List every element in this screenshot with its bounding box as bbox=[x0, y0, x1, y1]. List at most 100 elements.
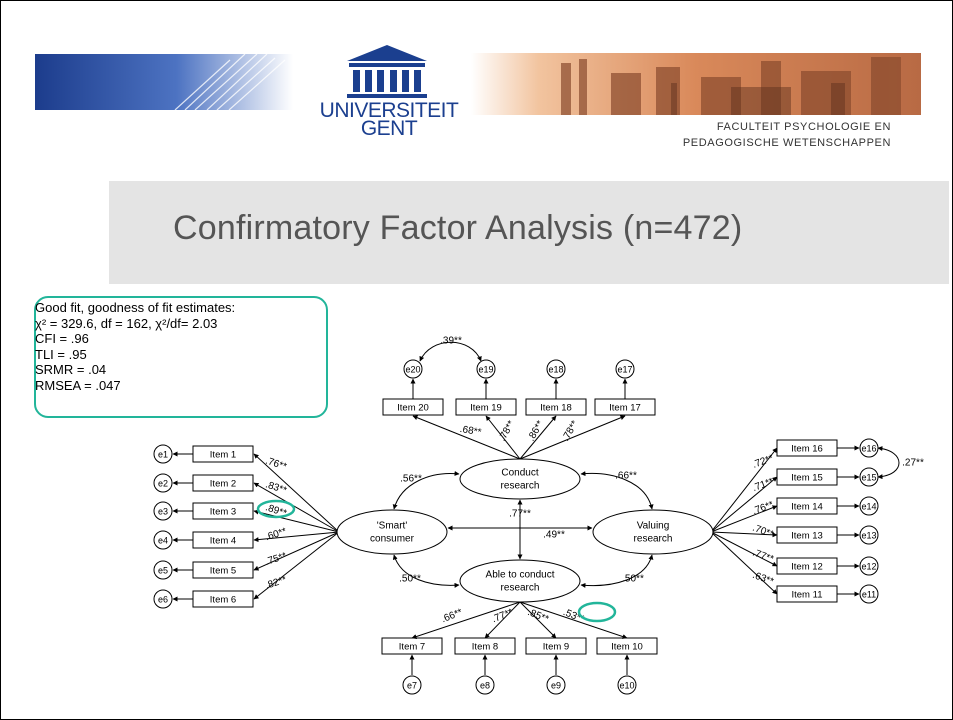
loading-path bbox=[253, 482, 340, 533]
factor-valuing-research bbox=[592, 509, 714, 555]
loading-path bbox=[253, 531, 340, 600]
error-term bbox=[153, 501, 173, 521]
loading-path bbox=[519, 601, 557, 639]
error-label: e20 bbox=[405, 364, 420, 374]
error-label: e1 bbox=[158, 449, 168, 459]
loading-value: .71** bbox=[751, 476, 775, 494]
factor-smart-consumer-label-1: 'Smart' bbox=[377, 521, 408, 532]
item-label: Item 10 bbox=[611, 642, 643, 653]
highlight-ring-item10 bbox=[577, 601, 617, 623]
error-label: e14 bbox=[861, 501, 876, 511]
loading-value: .78** bbox=[497, 419, 517, 443]
item-label: Item 7 bbox=[399, 642, 425, 653]
loading-path bbox=[519, 415, 557, 460]
error-label: e2 bbox=[158, 478, 168, 488]
error-label: e4 bbox=[158, 535, 168, 545]
error-label: e15 bbox=[861, 472, 876, 482]
fit-line-heading: Good fit, goodness of fit estimates: bbox=[35, 300, 236, 315]
item-label: Item 20 bbox=[397, 403, 429, 414]
error-label: e16 bbox=[861, 443, 876, 453]
fit-estimates-box bbox=[34, 296, 328, 418]
university-name: UNIVERSITEIT GENT bbox=[303, 100, 475, 139]
item-label: Item 8 bbox=[472, 642, 498, 653]
loading-value: .76** bbox=[264, 456, 288, 473]
error-term bbox=[153, 444, 173, 464]
factor-smart-consumer bbox=[336, 509, 448, 555]
highlight-ring-item3 bbox=[256, 499, 296, 519]
error-term bbox=[153, 560, 173, 580]
covariance-e16-e15-value: .27** bbox=[902, 458, 924, 469]
blue-swoosh-banner bbox=[35, 54, 293, 110]
loading-value: .78** bbox=[560, 419, 580, 443]
error-term bbox=[153, 530, 173, 550]
loading-path bbox=[253, 531, 340, 571]
item-label: Item 9 bbox=[543, 642, 569, 653]
loading-value: .72** bbox=[751, 453, 775, 471]
covariance-conduct-valuing-value: .66** bbox=[615, 471, 637, 482]
loading-path bbox=[710, 505, 778, 533]
error-label: e8 bbox=[480, 680, 490, 690]
item-label: Item 13 bbox=[791, 531, 823, 542]
item-label: Item 4 bbox=[210, 536, 236, 547]
error-label: e3 bbox=[158, 506, 168, 516]
error-term bbox=[153, 473, 173, 493]
error-term bbox=[546, 675, 566, 695]
faculty-name: FACULTEIT PSYCHOLOGIE EN PEDAGOGISCHE WE… bbox=[601, 119, 891, 151]
item-label: Item 6 bbox=[210, 595, 236, 606]
faculty-line1: FACULTEIT PSYCHOLOGIE EN bbox=[716, 121, 891, 133]
loading-path bbox=[253, 453, 340, 533]
loading-path bbox=[710, 531, 778, 595]
error-label: e7 bbox=[407, 680, 417, 690]
error-term bbox=[403, 359, 423, 379]
error-label: e6 bbox=[158, 594, 168, 604]
covariance-smart-able bbox=[392, 554, 460, 588]
error-term bbox=[615, 359, 635, 379]
loading-value: .77** bbox=[751, 547, 775, 565]
covariance-smart-valuing-value: .49** bbox=[543, 530, 565, 541]
error-label: e19 bbox=[478, 364, 493, 374]
error-term bbox=[476, 359, 496, 379]
loading-value: .76** bbox=[751, 499, 775, 517]
loading-value: .63** bbox=[751, 570, 775, 588]
error-label: e18 bbox=[548, 364, 563, 374]
loading-path bbox=[710, 531, 778, 538]
item-box bbox=[455, 398, 517, 416]
factor-able-to-conduct-label-2: research bbox=[501, 583, 540, 594]
fit-line-rmsea: RMSEA = .047 bbox=[35, 377, 121, 393]
error-term bbox=[475, 675, 495, 695]
item-box bbox=[525, 398, 587, 416]
factor-valuing-research-label-1: Valuing bbox=[637, 521, 670, 532]
item-label: Item 15 bbox=[791, 473, 823, 484]
error-term bbox=[546, 359, 566, 379]
loading-path bbox=[710, 476, 778, 533]
university-logo bbox=[347, 45, 427, 98]
error-label: e12 bbox=[861, 561, 876, 571]
error-label: e17 bbox=[617, 364, 632, 374]
loading-value: .60** bbox=[264, 526, 288, 543]
loading-value: .77** bbox=[490, 607, 514, 625]
loading-path bbox=[412, 415, 521, 460]
loading-value: .66** bbox=[440, 607, 464, 625]
fit-line-chisq: χ² = 329.6, df = 162, χ²/df= 2.03 bbox=[35, 315, 218, 331]
factor-smart-consumer-label-2: consumer bbox=[370, 534, 415, 545]
item-label: Item 2 bbox=[210, 479, 236, 490]
loading-path bbox=[710, 531, 778, 567]
loading-path bbox=[253, 531, 340, 543]
item-label: Item 14 bbox=[791, 502, 823, 513]
error-term bbox=[859, 584, 879, 604]
covariance-conduct-able-value: .77** bbox=[509, 509, 531, 520]
loading-path bbox=[411, 601, 521, 639]
fit-estimates-text: Good fit, goodness of fit estimates: χ² … bbox=[35, 300, 235, 394]
loading-path bbox=[519, 415, 626, 460]
error-term bbox=[153, 589, 173, 609]
loading-path bbox=[485, 415, 521, 460]
loading-value: .68** bbox=[459, 424, 482, 439]
error-term bbox=[859, 525, 879, 545]
title-band bbox=[109, 181, 949, 284]
item-label: Item 19 bbox=[470, 403, 502, 414]
item-label: Item 18 bbox=[540, 403, 572, 414]
covariance-e20-e19-value: .39** bbox=[440, 336, 462, 347]
error-term bbox=[402, 675, 422, 695]
factor-conduct-research-label-2: research bbox=[501, 481, 540, 492]
